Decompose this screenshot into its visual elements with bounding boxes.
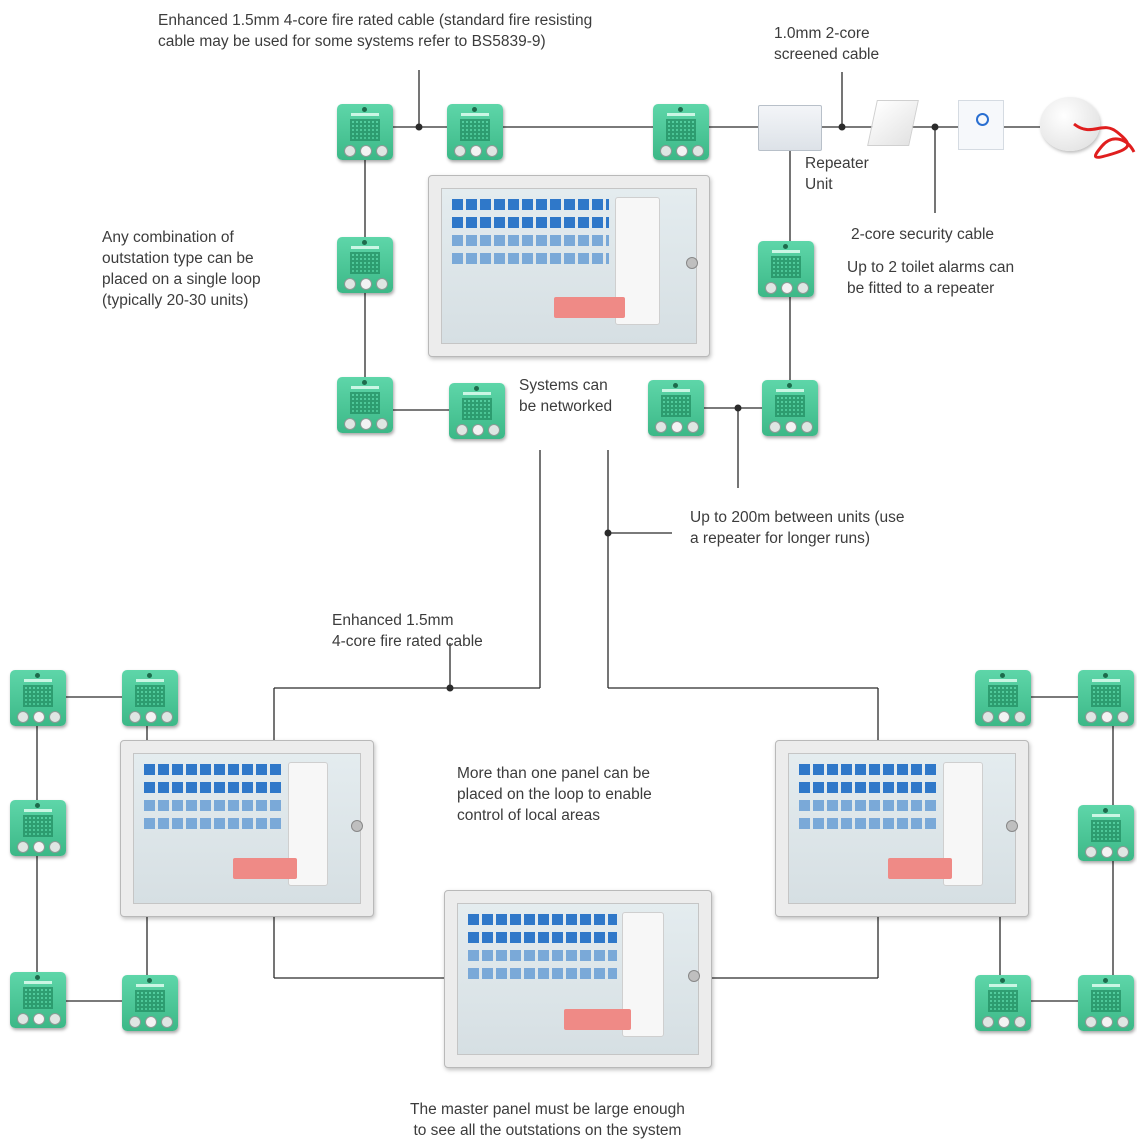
outstation-unit xyxy=(648,380,704,436)
pull-cord-icon xyxy=(1073,122,1136,159)
control-panel-top xyxy=(428,175,710,357)
outstation-unit xyxy=(762,380,818,436)
outstation-unit xyxy=(1078,670,1134,726)
label-security-cable: 2-core security cable xyxy=(851,226,995,243)
outstation-unit xyxy=(10,800,66,856)
repeater-unit-device xyxy=(758,105,822,151)
outstation-unit xyxy=(447,104,503,160)
outstation-unit xyxy=(337,104,393,160)
ceiling-pull-cord-device xyxy=(1040,97,1100,151)
outstation-unit xyxy=(975,670,1031,726)
outstation-unit xyxy=(122,975,178,1031)
outstation-unit xyxy=(758,241,814,297)
control-panel-left xyxy=(120,740,374,917)
label-top-cable: Enhanced 1.5mm 4-core fire rated cable (… xyxy=(158,12,593,50)
outstation-unit xyxy=(122,670,178,726)
outstation-unit xyxy=(975,975,1031,1031)
outstation-unit xyxy=(1078,805,1134,861)
master-control-panel xyxy=(444,890,712,1068)
outstation-unit xyxy=(653,104,709,160)
outstation-unit xyxy=(10,972,66,1028)
outstation-unit xyxy=(10,670,66,726)
reset-unit-device xyxy=(958,100,1004,150)
outstation-unit xyxy=(1078,975,1134,1031)
control-panel-right xyxy=(775,740,1029,917)
outstation-unit xyxy=(337,377,393,433)
outstation-unit xyxy=(449,383,505,439)
outstation-unit xyxy=(337,237,393,293)
